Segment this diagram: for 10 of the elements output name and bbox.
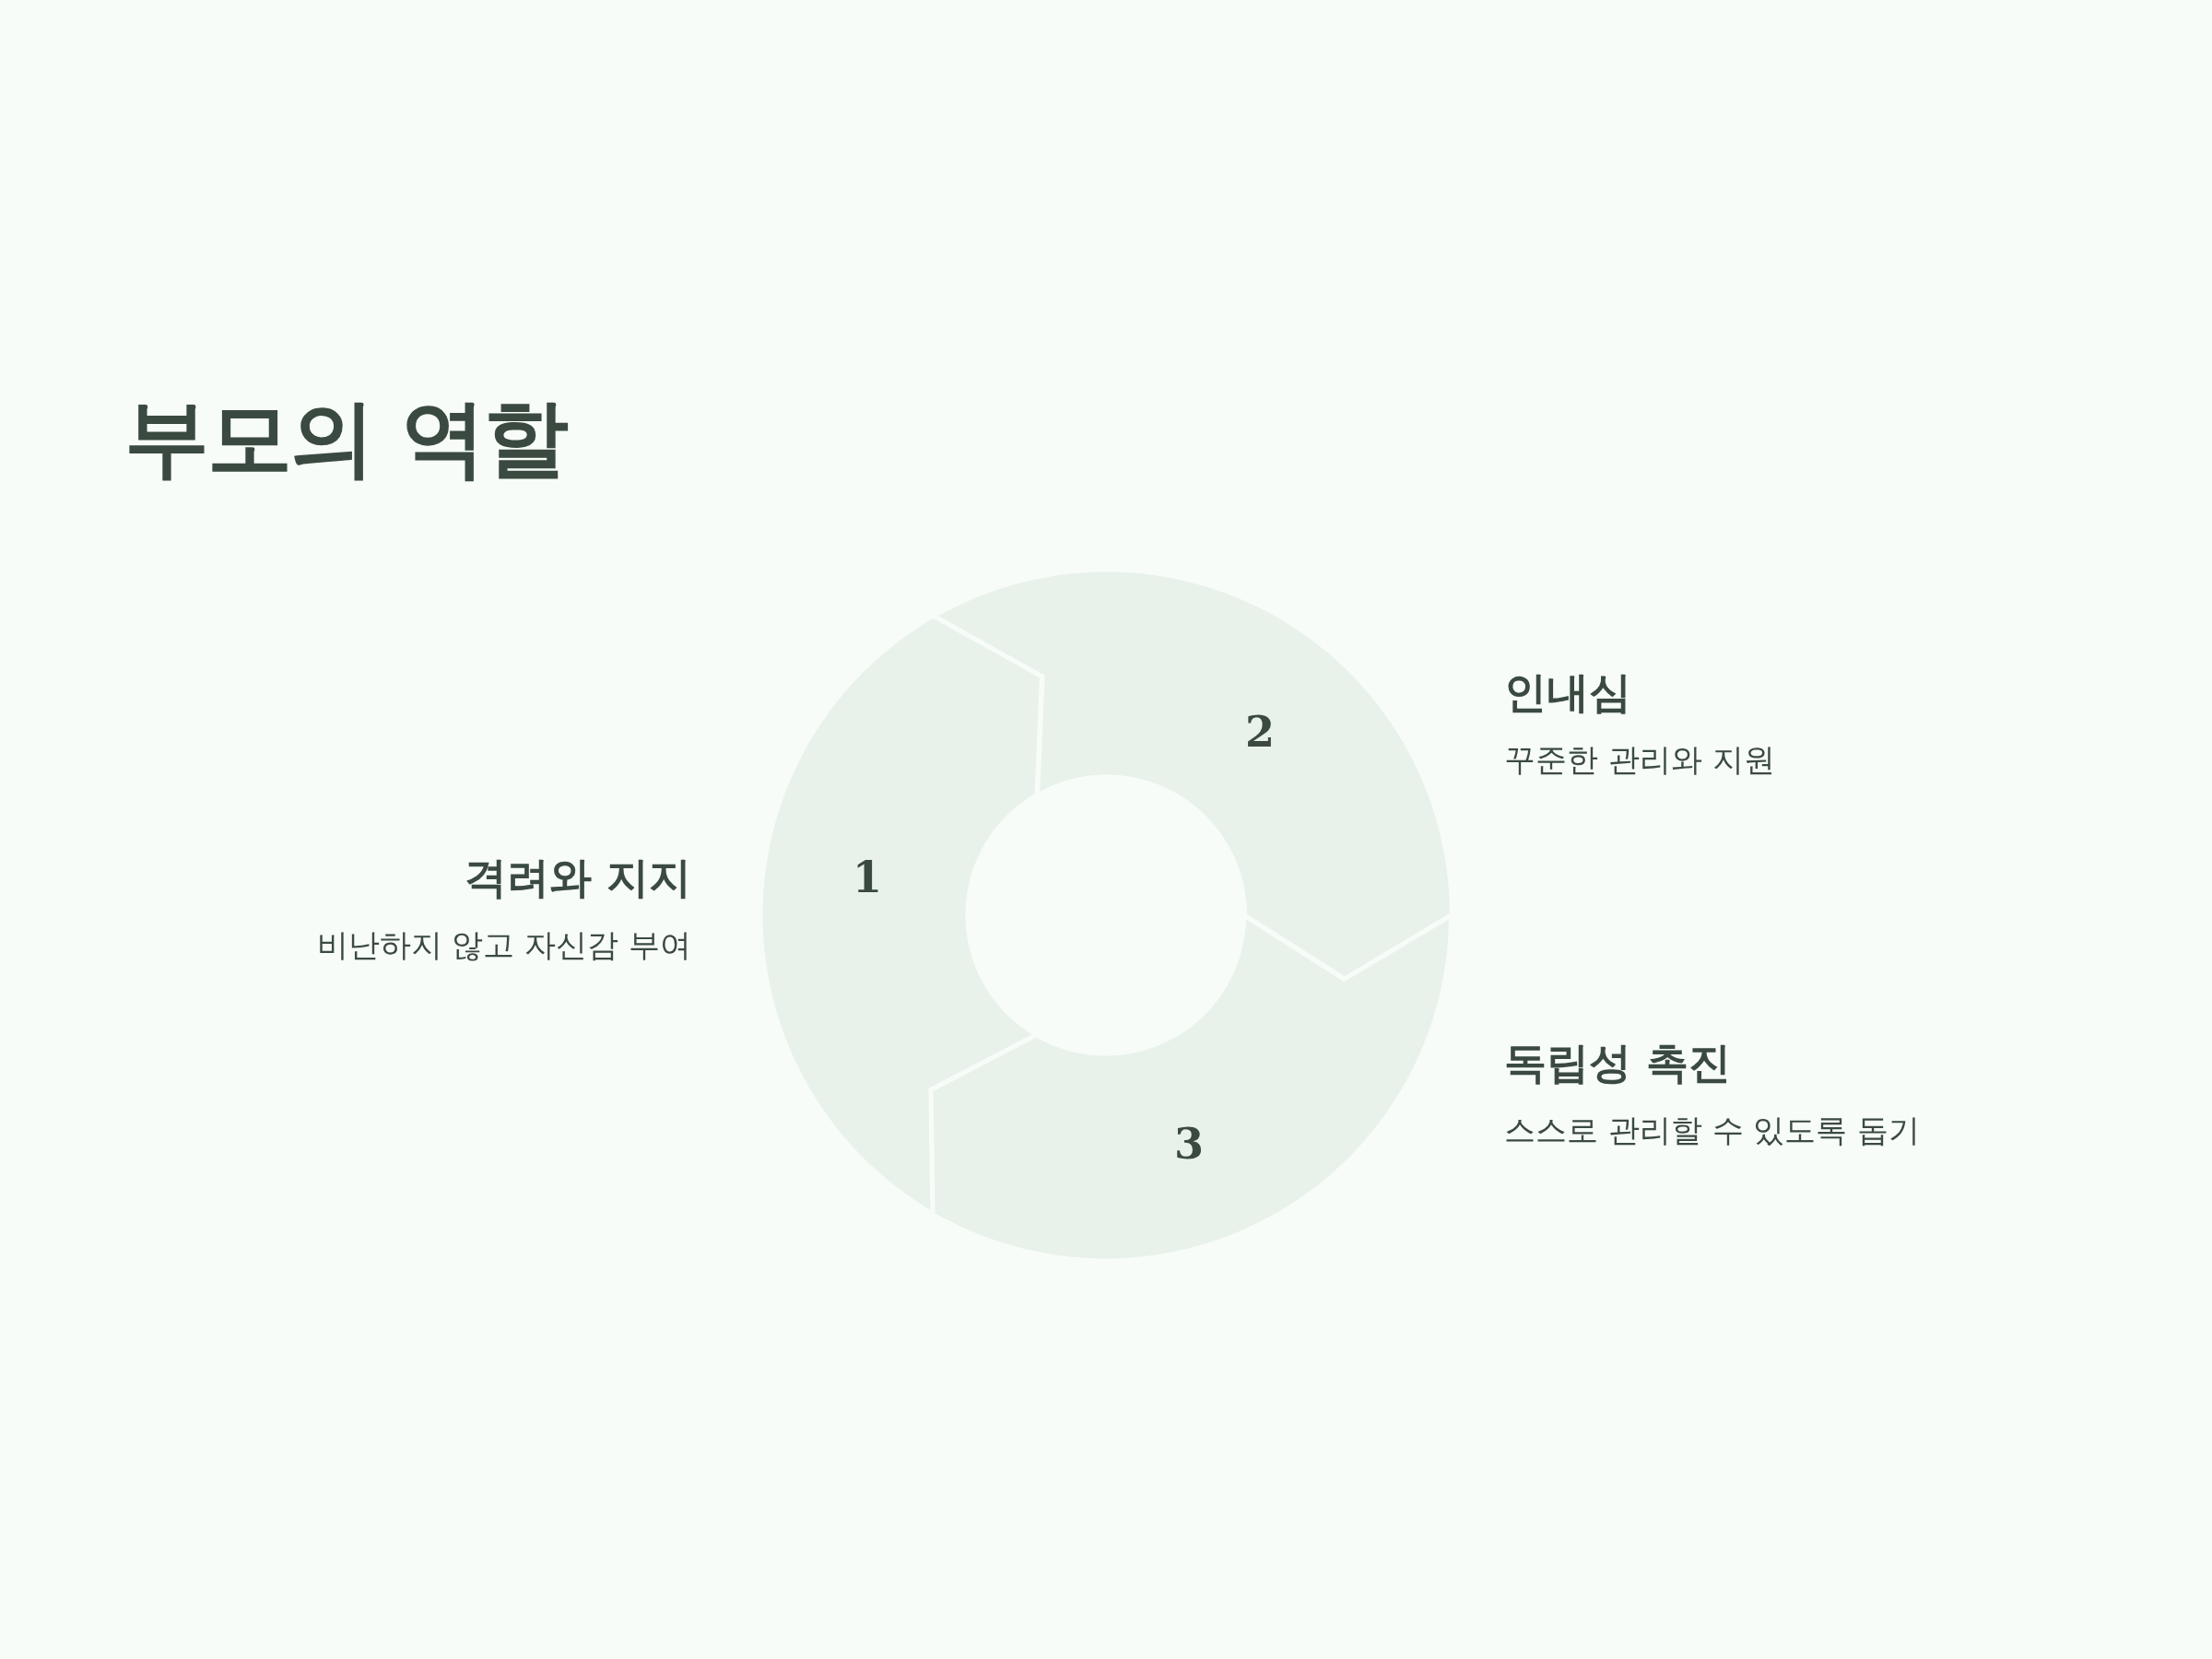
step-description: 비난하지 않고 자신감 부여 (316, 926, 691, 964)
step-heading: 독립성 촉진 (1504, 1038, 1731, 1089)
step-number: 3 (1174, 1123, 1204, 1165)
step-number: 1 (853, 856, 882, 899)
step-description: 꾸준한 관리와 지원 (1504, 741, 1775, 779)
step-number: 2 (1245, 711, 1275, 753)
title: 부모의 역할 (124, 392, 568, 486)
step-heading: 인내심 (1504, 667, 1631, 719)
step-heading: 격려와 지지 (465, 853, 691, 904)
step-description: 스스로 관리할 수 있도록 돕기 (1504, 1112, 1921, 1149)
